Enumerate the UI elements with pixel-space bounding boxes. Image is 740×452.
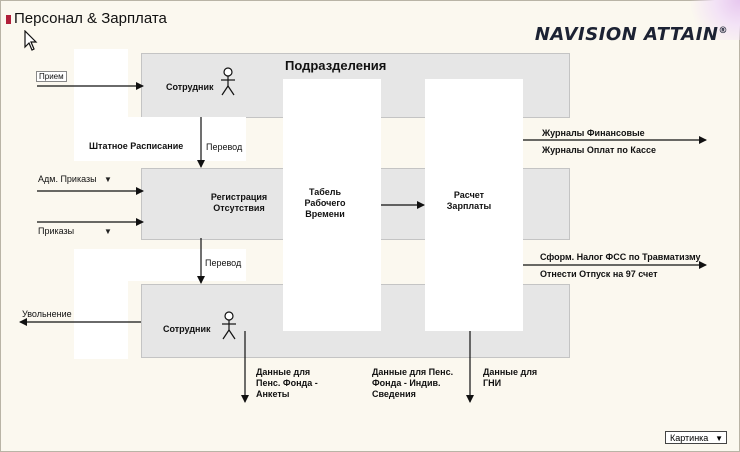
logo-registered-mark: ® bbox=[718, 26, 728, 36]
title-bullet bbox=[6, 15, 11, 24]
departments-heading: Подразделения bbox=[285, 58, 387, 73]
journals-financial-link[interactable]: Журналы Финансовые bbox=[542, 128, 645, 138]
dismissal-label[interactable]: Увольнение bbox=[22, 309, 72, 319]
white-block-staffing-right bbox=[128, 117, 246, 161]
journals-cash-link[interactable]: Журналы Оплат по Кассе bbox=[542, 145, 656, 155]
payroll-column bbox=[425, 79, 523, 331]
logo-text: NAVISION ATTAIN bbox=[534, 24, 719, 45]
view-mode-select[interactable]: Картинка ▼ bbox=[665, 431, 727, 444]
timesheet-column bbox=[283, 79, 381, 331]
stick-figure-icon bbox=[221, 67, 235, 96]
gni-link[interactable]: Данные для ГНИ bbox=[483, 367, 538, 388]
employee-bottom-label[interactable]: Сотрудник bbox=[163, 324, 211, 334]
absence-label[interactable]: Регистрация Отсутствия bbox=[210, 192, 268, 213]
white-block-staffing bbox=[74, 49, 128, 161]
transfer-bottom-label[interactable]: Перевод bbox=[205, 258, 242, 268]
arrow-cursor-icon bbox=[24, 30, 38, 51]
orders-label[interactable]: Приказы bbox=[38, 226, 75, 236]
payroll-label[interactable]: Расчет Зарплаты bbox=[446, 190, 492, 211]
triangle-down-icon: ▼ bbox=[715, 434, 723, 443]
staffing-label[interactable]: Штатное Расписание bbox=[89, 141, 184, 151]
admin-orders-dropdown-icon[interactable]: ▼ bbox=[104, 175, 112, 184]
white-block-transfer bbox=[128, 249, 246, 281]
navision-logo: NAVISION ATTAIN® bbox=[535, 24, 728, 45]
corner-decoration bbox=[680, 0, 740, 40]
transfer-top-label[interactable]: Перевод bbox=[206, 142, 243, 152]
pension-forms-link[interactable]: Данные для Пенс. Фонда - Анкеты bbox=[256, 367, 318, 399]
white-block-dismissal bbox=[74, 249, 128, 359]
employee-top-label[interactable]: Сотрудник bbox=[166, 82, 214, 92]
page-title: Персонал & Зарплата bbox=[14, 10, 167, 27]
orders-dropdown-icon[interactable]: ▼ bbox=[104, 227, 112, 236]
vacation-link[interactable]: Отнести Отпуск на 97 счет bbox=[540, 269, 658, 279]
fss-tax-link[interactable]: Сформ. Налог ФСС по Травматизму bbox=[540, 252, 701, 262]
hire-input-label[interactable]: Прием bbox=[36, 71, 67, 82]
view-mode-value: Картинка bbox=[670, 433, 709, 443]
admin-orders-label[interactable]: Адм. Приказы bbox=[38, 174, 97, 184]
stick-figure-icon bbox=[222, 311, 236, 340]
timesheet-label[interactable]: Табель Рабочего Времени bbox=[304, 187, 346, 219]
pension-individual-link[interactable]: Данные для Пенс. Фонда - Индив. Сведения bbox=[372, 367, 454, 399]
